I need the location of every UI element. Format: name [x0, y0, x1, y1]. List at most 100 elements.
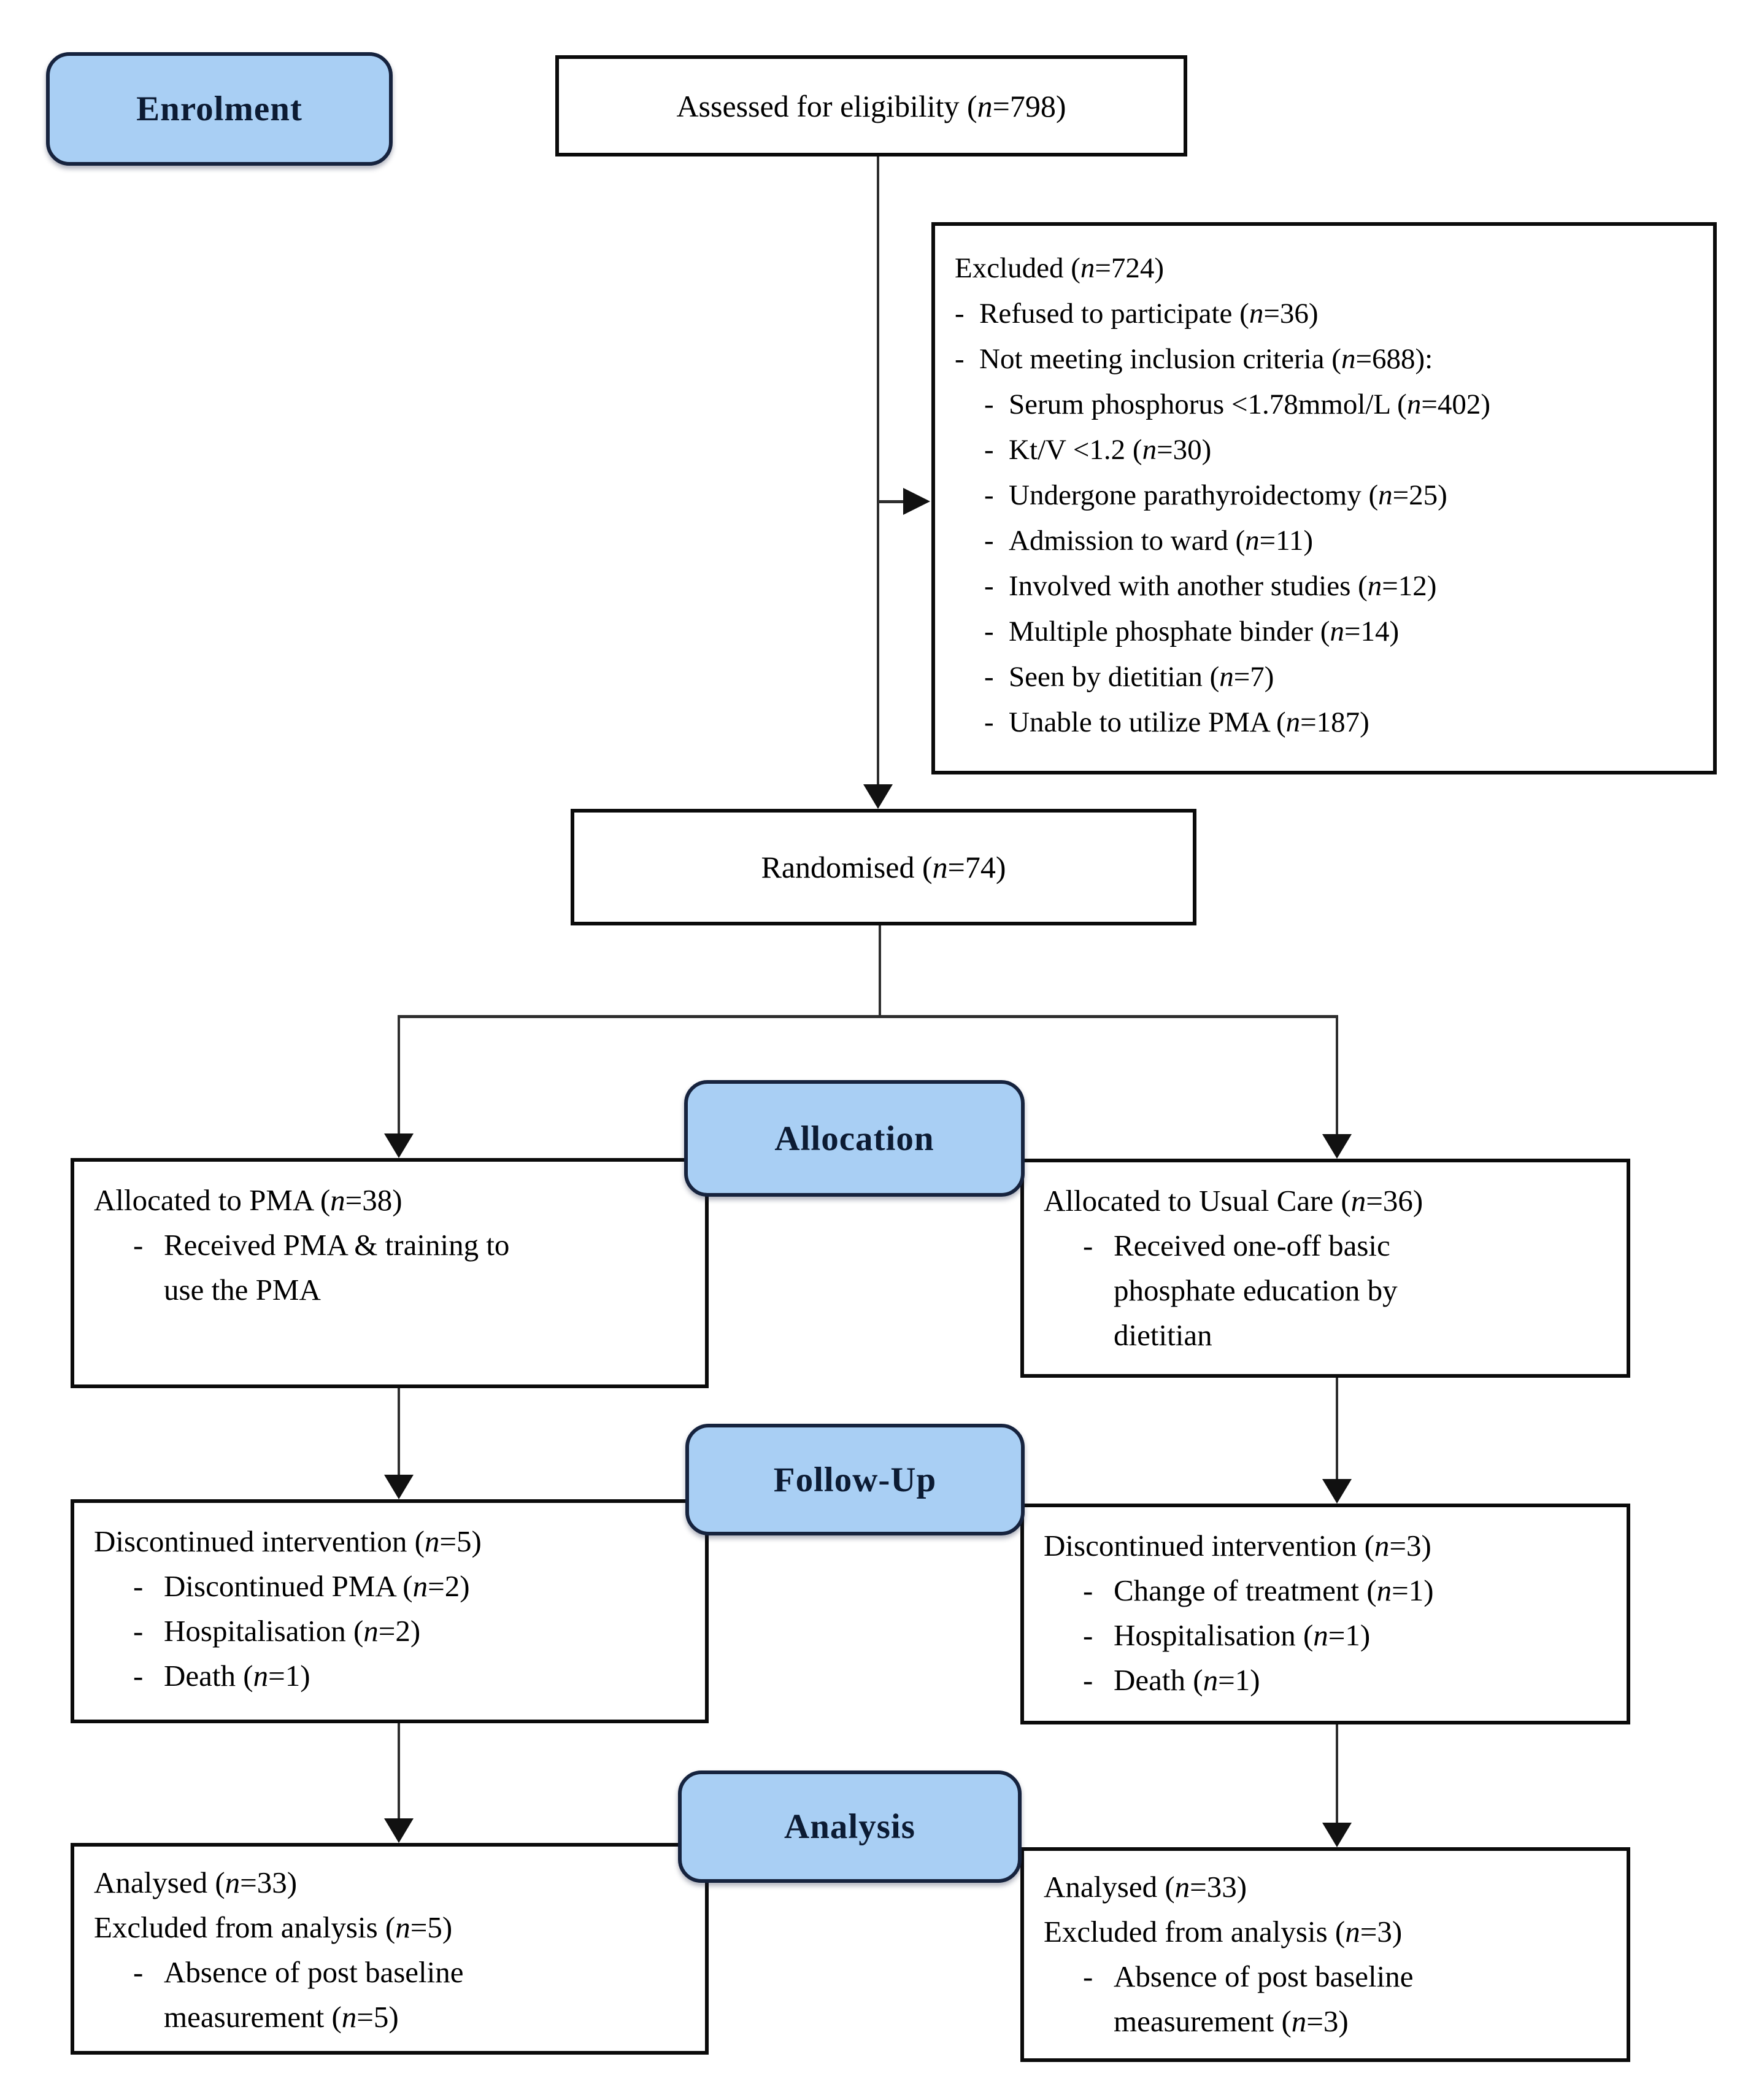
excluded-item-text: Involved with another studies (n=12) — [1009, 570, 1437, 602]
analysis-right-lines: Analysed (n=33) Excluded from analysis (n… — [1044, 1864, 1607, 1954]
bullet-dash: - — [1083, 1618, 1093, 1652]
bullet-item-text: Death (n=1) — [1114, 1663, 1260, 1697]
excluded-item: -Refused to participate (n=36) — [955, 291, 1693, 336]
excluded-item: -Kt/V <1.2 (n=30) — [955, 427, 1693, 473]
bullet-item-text: Hospitalisation (n=2) — [164, 1614, 421, 1648]
excluded-item-text: Seen by dietitian (n=7) — [1009, 661, 1274, 693]
analysis-left-lines: Analysed (n=33)Excluded from analysis (n… — [94, 1860, 685, 1950]
allocated-pma-box: Allocated to PMA (n=38) -Received PMA & … — [71, 1158, 709, 1388]
excluded-item-text: Multiple phosphate binder (n=14) — [1009, 616, 1400, 647]
randomised-box: Randomised (n=74) — [571, 809, 1196, 925]
excluded-item: -Multiple phosphate binder (n=14) — [955, 609, 1693, 654]
bullet-item: -Hospitalisation (n=1) — [1044, 1613, 1607, 1658]
stage-label-allocation: Allocation — [684, 1080, 1025, 1197]
bullet-dash: - — [984, 434, 994, 466]
bullet-dash: - — [984, 570, 994, 602]
arrowhead-into-analysis-right — [1322, 1823, 1352, 1847]
assessed-text: Assessed for eligibility (n=798) — [676, 88, 1066, 123]
followup-left-box: Discontinued intervention (n=5) -Discont… — [71, 1499, 709, 1723]
bullet-dash: - — [1083, 1229, 1093, 1262]
followup-right-box: Discontinued intervention (n=3) -Change … — [1020, 1504, 1630, 1724]
stage-label-enrolment: Enrolment — [46, 52, 393, 166]
bullet-dash: - — [133, 1569, 144, 1603]
followup-right-title: Discontinued intervention (n=3) — [1044, 1529, 1431, 1562]
bullet-dash: - — [984, 661, 994, 693]
excluded-box: Excluded (n=724) -Refused to participate… — [931, 222, 1717, 774]
text-line: Excluded from analysis (n=5) — [94, 1910, 453, 1944]
excluded-item: -Not meeting inclusion criteria (n=688): — [955, 336, 1693, 382]
excluded-item-text: Unable to utilize PMA (n=187) — [1009, 706, 1369, 738]
excluded-item-text: Refused to participate (n=36) — [979, 298, 1319, 330]
connector-usualcare-to-followup — [1336, 1377, 1338, 1481]
excluded-item: -Involved with another studies (n=12) — [955, 563, 1693, 609]
bullet-dash: - — [133, 1659, 144, 1693]
assessed-box: Assessed for eligibility (n=798) — [555, 55, 1187, 156]
excluded-title: Excluded (n=724) — [955, 252, 1165, 284]
bullet-dash: - — [984, 525, 994, 557]
bullet-dash: - — [955, 343, 965, 375]
connector-to-excluded — [877, 500, 906, 503]
excluded-item: -Undergone parathyroidectomy (n=25) — [955, 473, 1693, 518]
allocated-usual-care-title: Allocated to Usual Care (n=36) — [1044, 1184, 1423, 1218]
excluded-item: -Seen by dietitian (n=7) — [955, 654, 1693, 700]
excluded-item: -Admission to ward (n=11) — [955, 518, 1693, 563]
bullet-dash: - — [133, 1955, 144, 1989]
bullet-item: -Death (n=1) — [94, 1653, 685, 1698]
bullet-item: -Change of treatment (n=1) — [1044, 1568, 1607, 1613]
arrowhead-into-allocated-pma — [384, 1133, 414, 1158]
connector-pma-to-followup — [398, 1387, 400, 1477]
stage-label-followup: Follow-Up — [685, 1424, 1025, 1535]
text-line: Analysed (n=33) — [1044, 1870, 1247, 1904]
excluded-item: -Serum phosphorus <1.78mmol/L (n=402) — [955, 382, 1693, 427]
excluded-item-text: Kt/V <1.2 (n=30) — [1009, 434, 1212, 466]
bullet-item: -Death (n=1) — [1044, 1658, 1607, 1702]
stage-label-analysis: Analysis — [678, 1770, 1022, 1883]
connector-split-horizontal — [398, 1015, 1338, 1018]
bullet-dash: - — [133, 1614, 144, 1648]
bullet-dash: - — [984, 479, 994, 511]
stage-label-allocation-text: Allocation — [774, 1119, 934, 1158]
excluded-item-text: Not meeting inclusion criteria (n=688): — [979, 343, 1433, 375]
excluded-item-list: -Refused to participate (n=36)-Not meeti… — [955, 291, 1693, 745]
randomised-text: Randomised (n=74) — [761, 850, 1006, 884]
bullet-item: -Hospitalisation (n=2) — [94, 1608, 685, 1653]
connector-randomised-stem — [879, 924, 881, 1017]
analysis-left-box: Analysed (n=33)Excluded from analysis (n… — [71, 1843, 709, 2055]
bullet-dash: - — [984, 706, 994, 738]
connector-left-branch — [398, 1015, 400, 1135]
stage-label-enrolment-text: Enrolment — [136, 90, 302, 128]
excluded-item-text: Serum phosphorus <1.78mmol/L (n=402) — [1009, 388, 1490, 420]
bullet-item-text: Change of treatment (n=1) — [1114, 1574, 1434, 1607]
bullet-dash: - — [984, 616, 994, 647]
bullet-dash: - — [1083, 1574, 1093, 1607]
allocated-usual-care-box: Allocated to Usual Care (n=36) -Received… — [1020, 1159, 1630, 1378]
bullet-dash: - — [1083, 1960, 1093, 1993]
bullet-dash: - — [984, 388, 994, 420]
bullet-item-text: Discontinued PMA (n=2) — [164, 1569, 470, 1603]
text-line: Excluded from analysis (n=3) — [1044, 1915, 1403, 1948]
arrowhead-into-excluded — [903, 488, 930, 515]
arrowhead-into-followup-left — [384, 1475, 414, 1499]
arrowhead-into-followup-right — [1322, 1479, 1352, 1504]
bullet-dash: - — [955, 298, 965, 330]
followup-right-item-list: -Change of treatment (n=1)-Hospitalisati… — [1044, 1568, 1607, 1702]
connector-followup-to-analysis-left — [398, 1722, 400, 1820]
stage-label-analysis-text: Analysis — [784, 1807, 915, 1846]
allocated-pma-title: Allocated to PMA (n=38) — [94, 1183, 402, 1217]
arrowhead-into-randomised — [863, 784, 893, 809]
arrowhead-into-allocated-usual-care — [1322, 1134, 1352, 1159]
connector-assessed-to-randomised — [877, 155, 879, 786]
